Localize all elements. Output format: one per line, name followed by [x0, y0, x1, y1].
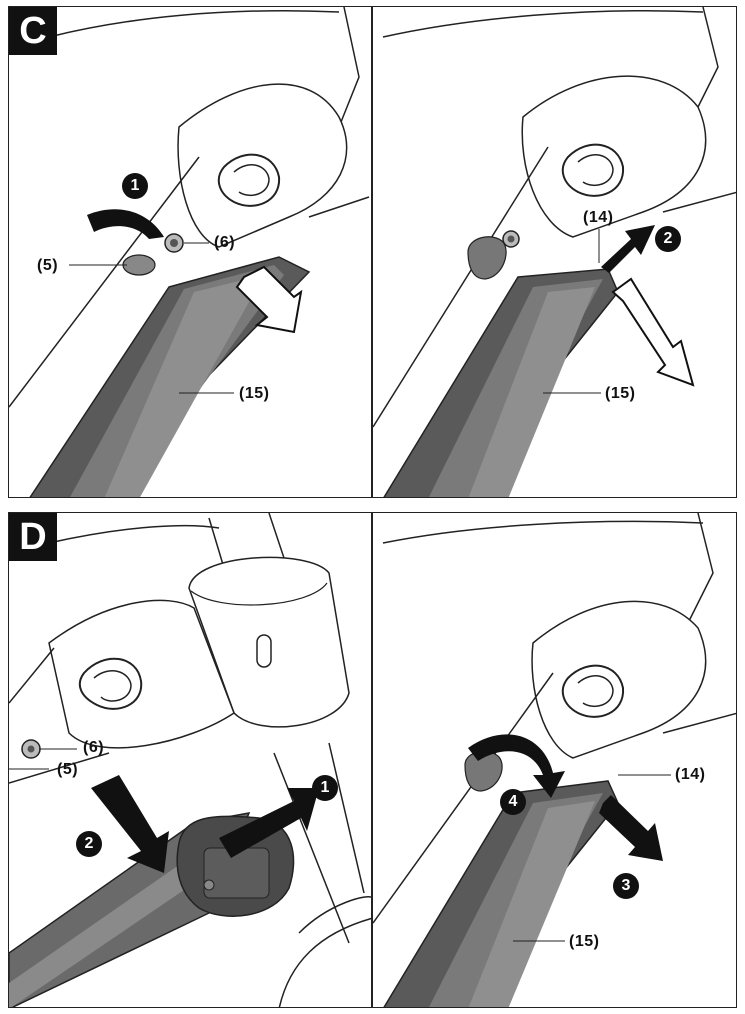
frame-illustration — [9, 7, 370, 497]
callout-5: (5) — [37, 257, 59, 274]
panel-d-left: D (6) (5) 1 2 — [8, 512, 372, 1008]
callout-15: (15) — [239, 385, 270, 402]
step-1-marker: 1 — [312, 775, 338, 801]
step-4-marker: 4 — [500, 789, 526, 815]
frame-illustration — [9, 513, 371, 1007]
step-2-marker: 2 — [655, 226, 681, 252]
callout-14: (14) — [583, 209, 614, 226]
callout-6: (6) — [214, 234, 236, 251]
step-2-marker: 2 — [76, 831, 102, 857]
panel-d-right: (14) 4 3 (15) — [372, 512, 737, 1008]
callout-5: (5) — [57, 761, 79, 778]
frame-illustration — [373, 7, 736, 497]
callout-14: (14) — [675, 766, 706, 783]
step-3-marker: 3 — [613, 873, 639, 899]
panel-c-left: C 1 (5) (6) (15) — [8, 6, 372, 498]
callout-15: (15) — [605, 385, 636, 402]
frame-illustration — [373, 513, 736, 1007]
callout-6: (6) — [83, 739, 105, 756]
callout-15: (15) — [569, 933, 600, 950]
panel-c-right: (14) 2 (15) — [372, 6, 737, 498]
step-1-marker: 1 — [122, 173, 148, 199]
section-label-d: D — [9, 513, 57, 561]
section-label-c: C — [9, 7, 57, 55]
